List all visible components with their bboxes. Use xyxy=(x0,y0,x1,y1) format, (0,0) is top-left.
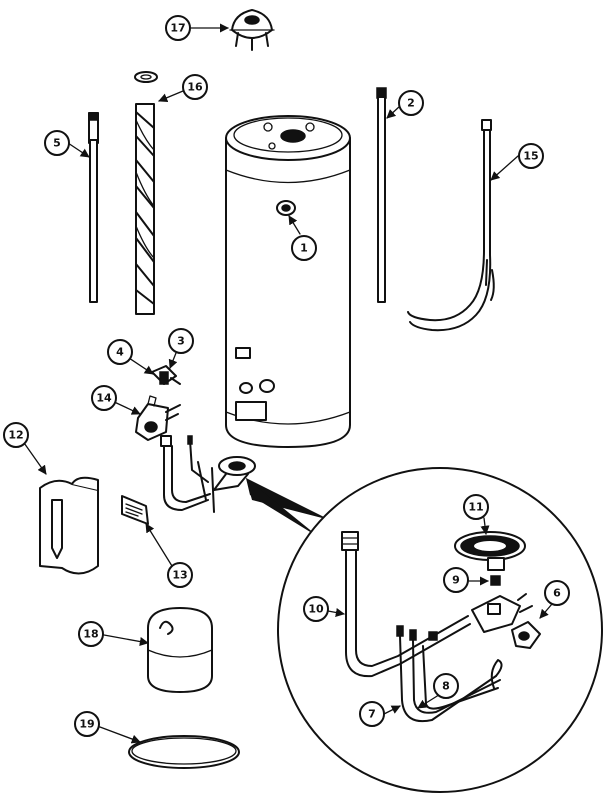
callout-6: 6 xyxy=(544,580,570,606)
part-11-burner xyxy=(454,531,526,571)
part-13-label xyxy=(121,495,149,525)
callout-8: 8 xyxy=(433,673,459,699)
callout-10-label: 10 xyxy=(308,603,324,616)
callout-9: 9 xyxy=(443,567,469,593)
callout-19: 19 xyxy=(74,711,100,737)
water-heater-tank xyxy=(225,115,351,448)
part-7-8-wires xyxy=(396,625,503,722)
part-15-flexible-tube xyxy=(407,119,495,332)
callout-10: 10 xyxy=(303,596,329,622)
callout-1-label: 1 xyxy=(300,242,308,255)
callout-16: 16 xyxy=(182,74,208,100)
part-2-rod xyxy=(376,87,387,303)
callout-3: 3 xyxy=(168,328,194,354)
callout-8-label: 8 xyxy=(442,680,450,693)
callout-13-label: 13 xyxy=(172,569,187,582)
callout-9-label: 9 xyxy=(452,574,460,587)
callout-13: 13 xyxy=(167,562,193,588)
part-18-expansion-tank xyxy=(147,607,213,693)
callout-7-label: 7 xyxy=(368,708,376,721)
callout-15-label: 15 xyxy=(523,150,538,163)
burner-assembly xyxy=(160,435,256,513)
callout-18: 18 xyxy=(78,621,104,647)
callout-2-label: 2 xyxy=(407,97,415,110)
callout-7: 7 xyxy=(359,701,385,727)
callout-4: 4 xyxy=(107,339,133,365)
part-9-orifice xyxy=(490,575,501,586)
part-17-top-cap xyxy=(229,9,275,51)
callout-17: 17 xyxy=(165,15,191,41)
callout-16-label: 16 xyxy=(187,81,203,94)
callout-14-label: 14 xyxy=(96,392,112,405)
callout-11-label: 11 xyxy=(468,501,483,514)
callout-19-label: 19 xyxy=(79,718,94,731)
callout-15: 15 xyxy=(518,143,544,169)
callout-12: 12 xyxy=(3,422,29,448)
callout-1: 1 xyxy=(291,235,317,261)
callout-17-label: 17 xyxy=(170,22,185,35)
callout-18-label: 18 xyxy=(83,628,98,641)
callout-5: 5 xyxy=(44,130,70,156)
part-19-retaining-ring xyxy=(128,735,240,769)
part-5-anode-rod xyxy=(88,112,99,303)
detail-magnifier xyxy=(246,467,603,793)
callout-5-label: 5 xyxy=(53,137,61,150)
callout-6-label: 6 xyxy=(553,587,561,600)
callout-14: 14 xyxy=(91,385,117,411)
part-12-access-panel xyxy=(39,476,99,575)
callout-4-label: 4 xyxy=(116,346,124,359)
callout-3-label: 3 xyxy=(177,335,185,348)
part-3-4-fittings xyxy=(151,365,181,385)
part-10-pilot-tube xyxy=(341,531,471,678)
part-6-pilot-assembly xyxy=(471,593,541,649)
callout-11: 11 xyxy=(463,494,489,520)
part-14-gas-valve xyxy=(135,395,181,441)
part-16-twisted-rod xyxy=(134,71,158,315)
callout-2: 2 xyxy=(398,90,424,116)
callout-12-label: 12 xyxy=(8,429,23,442)
